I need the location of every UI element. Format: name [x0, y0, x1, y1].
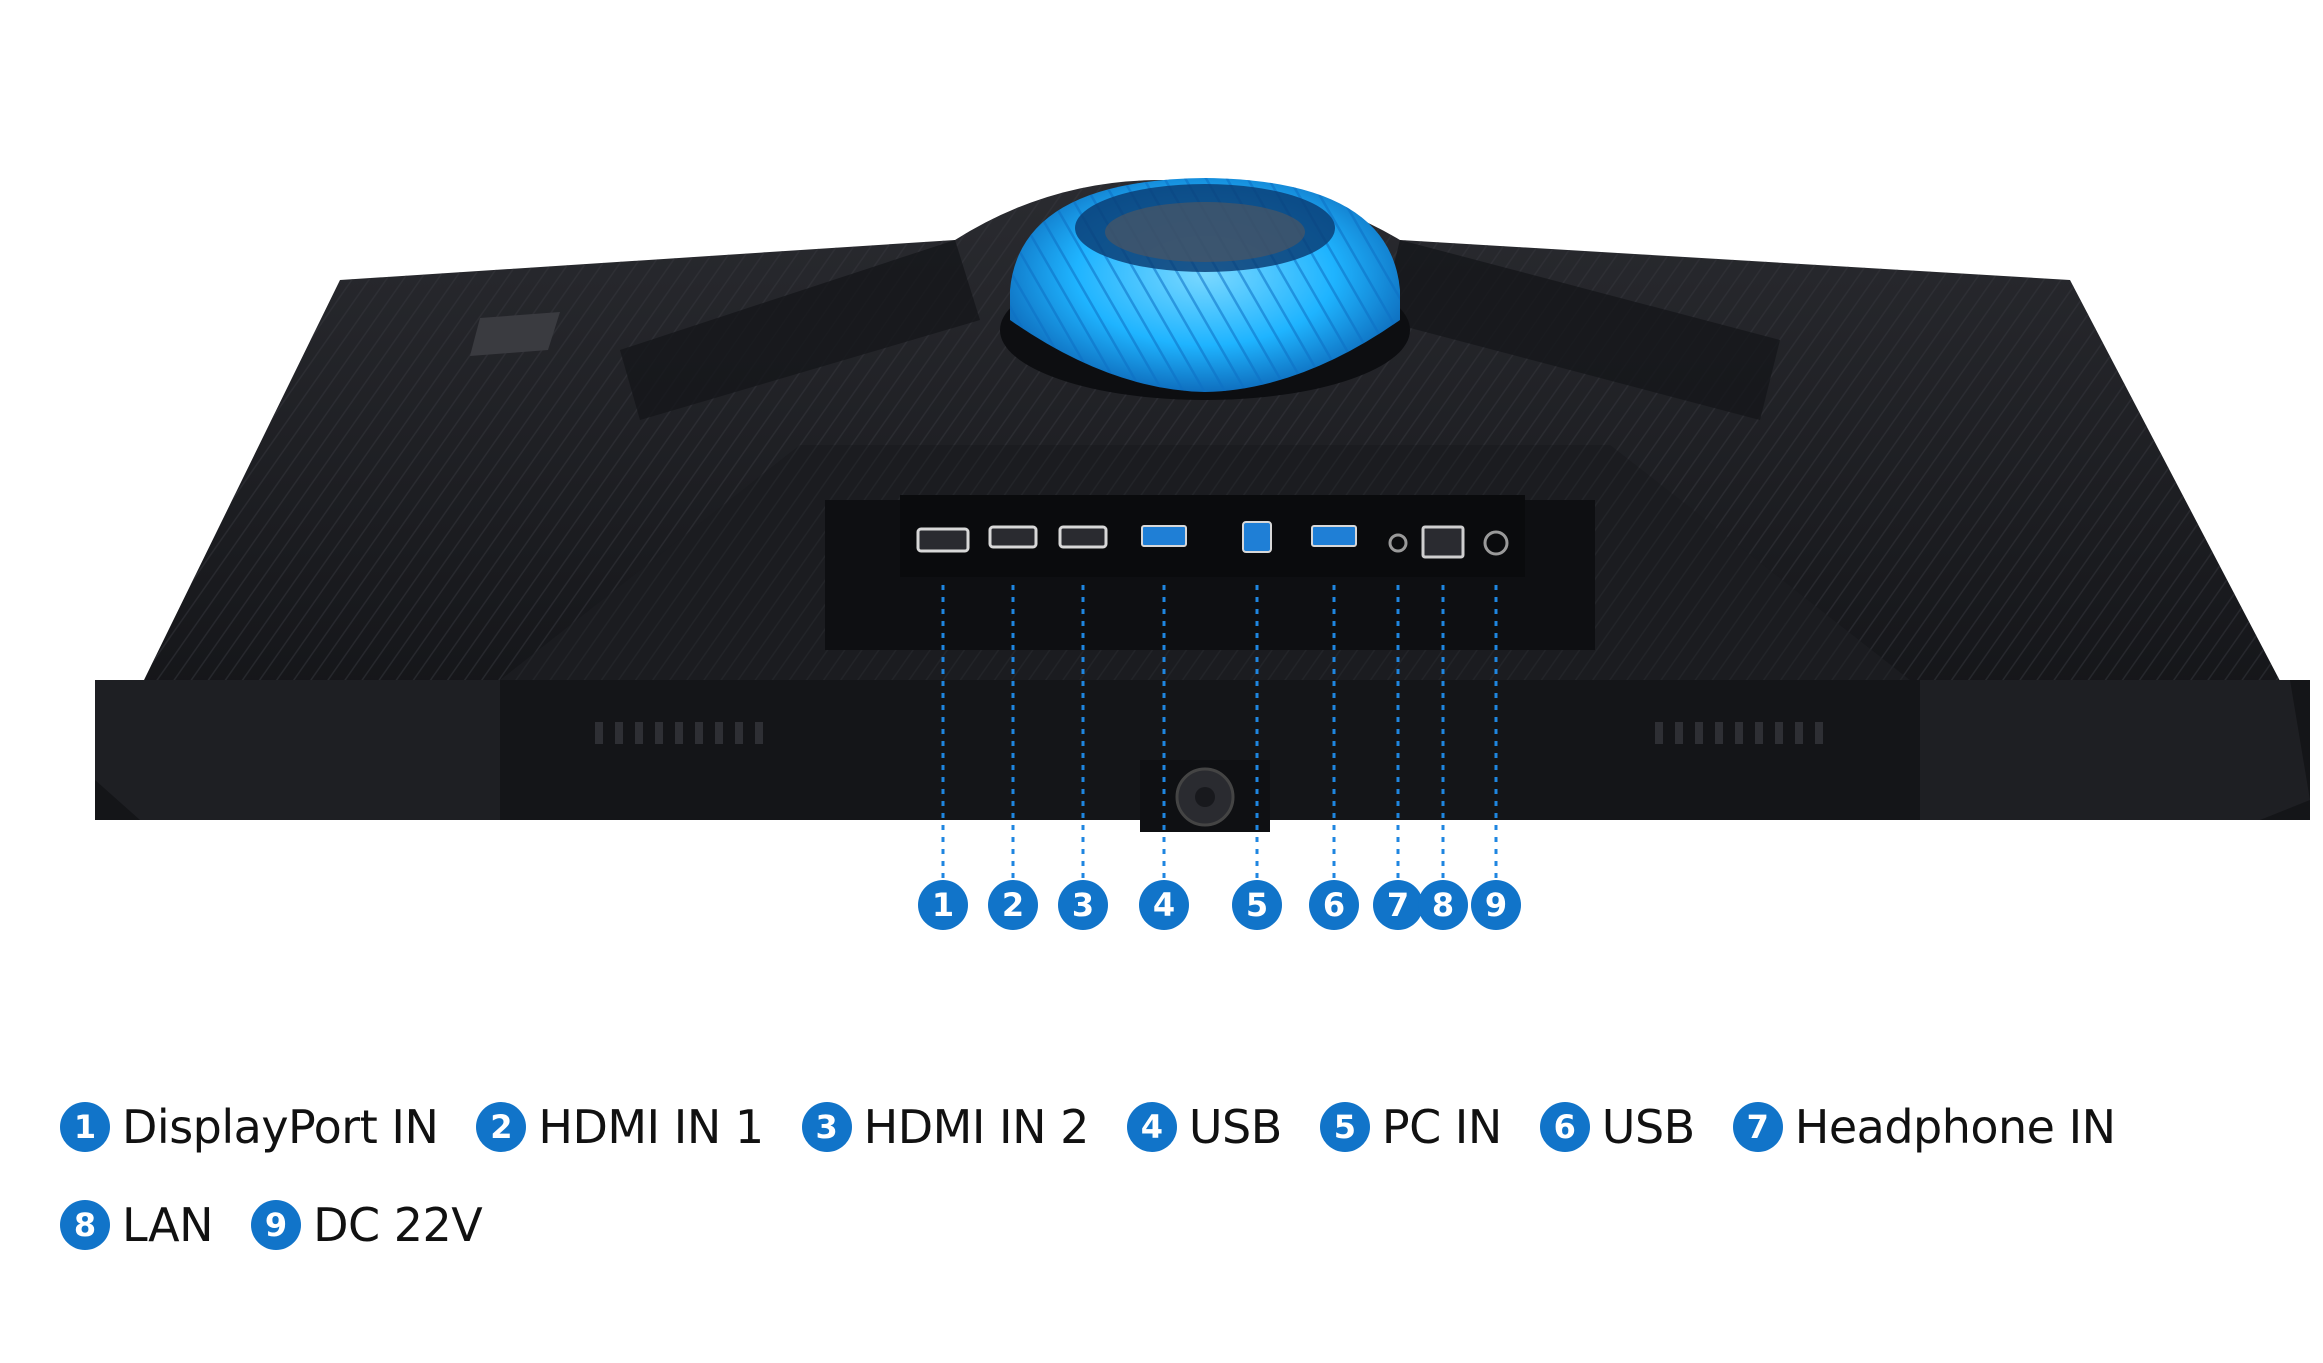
- callout-number: 1: [932, 886, 954, 924]
- legend-item-pc-in: 5 PC IN: [1319, 1100, 1502, 1154]
- callout-number: 2: [1002, 886, 1024, 924]
- usb-a-port-icon: [1141, 525, 1187, 547]
- legend-label: DisplayPort IN: [122, 1100, 439, 1154]
- callout-number: 8: [1432, 886, 1454, 924]
- usb-b-port-icon: [1242, 521, 1272, 553]
- callout-badges: 1 2 3 4 5 6 7 8: [918, 880, 1521, 930]
- displayport-port-icon: [916, 527, 970, 553]
- legend-item-lan: 8 LAN: [60, 1198, 214, 1252]
- legend-number-badge: 7: [1732, 1102, 1783, 1152]
- legend-number-badge: 3: [801, 1102, 852, 1152]
- legend-label: DC 22V: [313, 1198, 483, 1252]
- legend-number-badge: 1: [60, 1102, 110, 1152]
- legend-label: PC IN: [1381, 1100, 1502, 1154]
- callout-badge-4: 4: [1139, 880, 1189, 930]
- ethernet-port-icon: [1421, 525, 1465, 559]
- hdmi-port-icon: [1058, 525, 1108, 549]
- legend-item-hdmi-1: 2 HDMI IN 1: [476, 1100, 764, 1154]
- callout-badge-9: 9: [1471, 880, 1521, 930]
- callout-number: 6: [1323, 886, 1345, 924]
- legend-item-dc-power: 9 DC 22V: [251, 1198, 483, 1252]
- callout-number: 7: [1387, 886, 1409, 924]
- legend-label: USB: [1188, 1100, 1282, 1154]
- vents: [595, 722, 1823, 744]
- callout-badge-8: 8: [1418, 880, 1468, 930]
- callout-badge-3: 3: [1058, 880, 1108, 930]
- callout-badge-6: 6: [1309, 880, 1359, 930]
- legend-label: USB: [1601, 1100, 1695, 1154]
- legend-label: Headphone IN: [1794, 1100, 2116, 1154]
- legend-item-usb-2: 6 USB: [1539, 1100, 1695, 1154]
- callout-badge-5: 5: [1232, 880, 1282, 930]
- callout-number: 9: [1485, 886, 1507, 924]
- legend-label: HDMI IN 2: [863, 1100, 1090, 1154]
- legend-number-badge: 4: [1126, 1102, 1177, 1152]
- legend-number-badge: 2: [476, 1102, 527, 1152]
- port-strip: [916, 521, 1509, 559]
- legend-number-badge: 5: [1319, 1102, 1370, 1152]
- legend-item-hdmi-2: 3 HDMI IN 2: [801, 1100, 1090, 1154]
- legend-item-usb: 4 USB: [1126, 1100, 1282, 1154]
- callout-number: 5: [1246, 886, 1268, 924]
- dc-power-port-icon: [1483, 530, 1509, 556]
- joystick-control: [1140, 760, 1270, 832]
- legend-number-badge: 9: [251, 1200, 302, 1250]
- hdmi-port-icon: [988, 525, 1038, 549]
- port-legend: 1 DisplayPort IN 2 HDMI IN 1 3 HDMI IN 2…: [60, 1100, 2280, 1252]
- callout-badge-2: 2: [988, 880, 1038, 930]
- legend-number-badge: 8: [60, 1200, 110, 1250]
- logo-mark: [470, 312, 560, 356]
- callout-lines: [941, 585, 1498, 880]
- legend-item-displayport: 1 DisplayPort IN: [60, 1100, 439, 1154]
- legend-item-headphone: 7 Headphone IN: [1732, 1100, 2116, 1154]
- callout-badge-1: 1: [918, 880, 968, 930]
- legend-label: HDMI IN 1: [538, 1100, 764, 1154]
- callout-number: 3: [1072, 886, 1094, 924]
- callout-badge-7: 7: [1373, 880, 1423, 930]
- legend-number-badge: 6: [1539, 1102, 1590, 1152]
- port-recess: [500, 445, 1910, 680]
- headphone-jack-icon: [1388, 533, 1408, 553]
- usb-a-port-icon: [1311, 525, 1357, 547]
- legend-label: LAN: [122, 1198, 214, 1252]
- stand-ring-light: [1000, 178, 1410, 400]
- callout-number: 4: [1153, 886, 1175, 924]
